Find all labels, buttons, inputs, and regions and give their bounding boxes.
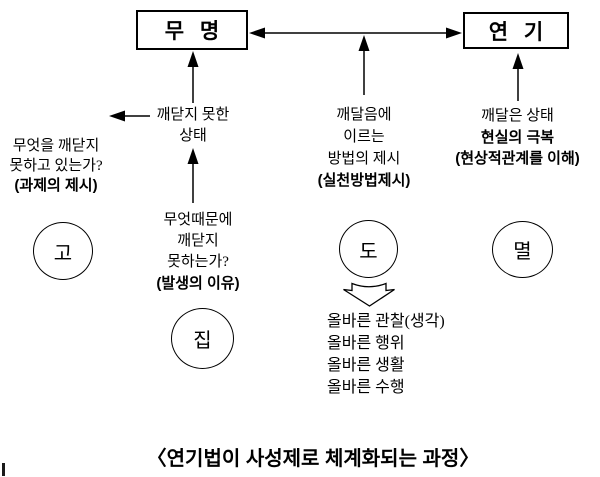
label-line: 상태	[179, 128, 207, 144]
label-enlightened-state: 깨달은 상태 현실의 극복 (현상적관계를 이해)	[427, 106, 600, 169]
circle-jip-label: 집	[193, 330, 212, 352]
arrowhead-up-icon	[358, 35, 370, 51]
diagram-caption: 〈연기법이 사성제로 체계화되는 과정〉	[146, 448, 480, 470]
practice-list-item: 올바른 수행	[327, 379, 405, 396]
up-arrow-to-mumyeong	[187, 51, 199, 103]
practice-list-item: 올바른 행위	[327, 335, 405, 352]
circle-jip: 집	[171, 308, 234, 369]
circle-go: 고	[33, 222, 93, 280]
label-line: 깨닫지 못한	[156, 107, 230, 123]
circle-myeol-label: 멸	[513, 241, 532, 263]
up-arrow-to-state-label	[187, 148, 199, 203]
circle-do: 도	[339, 220, 398, 278]
label-line-bold: 현실의 극복	[480, 129, 555, 146]
arrowhead-up-icon	[187, 51, 199, 67]
circle-do-label: 도	[359, 240, 378, 263]
practice-list-item: 올바른 관찰(생각)	[327, 313, 445, 330]
label-line-bold: (현상적관계를 이해)	[455, 150, 580, 167]
arrowhead-up-icon	[512, 53, 524, 69]
label-line-bold: (실천방법제시)	[317, 172, 411, 189]
label-line-bold: (과제의 제시)	[14, 177, 98, 194]
box-mumyeong: 무 명	[136, 10, 248, 50]
label-not-realized-state: 깨닫지 못한 상태	[133, 105, 253, 147]
circle-myeol: 멸	[492, 221, 553, 278]
text-cursor-artifact	[2, 463, 5, 476]
label-line: 무엇을 깨닫지	[12, 138, 100, 154]
practice-list: 올바른 관찰(생각) 올바른 행위 올바른 생활 올바른 수행	[327, 311, 445, 399]
label-line: 이르는	[343, 129, 385, 145]
arrowhead-left-icon	[109, 110, 125, 122]
label-line: 방법의 제시	[327, 151, 401, 167]
label-line-bold: (발생의 이유)	[156, 275, 240, 292]
box-yeongi-label: 연 기	[488, 20, 549, 44]
arrowhead-up-icon	[187, 148, 199, 164]
label-line: 못하는가?	[167, 254, 229, 270]
label-line: 깨달은 상태	[481, 108, 554, 124]
label-line: 깨닫지	[177, 233, 219, 249]
label-method: 깨달음에 이르는 방법의 제시 (실천방법제시)	[304, 104, 424, 192]
up-arrow-from-method	[358, 35, 370, 95]
practice-list-item: 올바른 생활	[327, 357, 405, 374]
box-mumyeong-label: 무 명	[164, 20, 225, 43]
label-what-question: 무엇을 깨닫지 못하고 있는가? (과제의 제시)	[0, 136, 112, 196]
box-yeongi: 연 기	[463, 12, 569, 49]
arrowhead-right-icon	[446, 27, 462, 39]
label-line: 깨달음에	[336, 107, 392, 123]
up-arrow-to-yeongi	[512, 53, 524, 101]
block-down-arrow-icon	[343, 282, 395, 307]
label-why-question: 무엇때문에 깨닫지 못하는가? (발생의 이유)	[138, 210, 258, 294]
circle-go-label: 고	[53, 242, 73, 265]
label-line: 못하고 있는가?	[9, 158, 103, 174]
label-line: 무엇때문에	[163, 212, 233, 228]
arrowhead-left-icon	[249, 27, 265, 39]
double-arrow-mumyeong-yeongi	[249, 27, 462, 39]
